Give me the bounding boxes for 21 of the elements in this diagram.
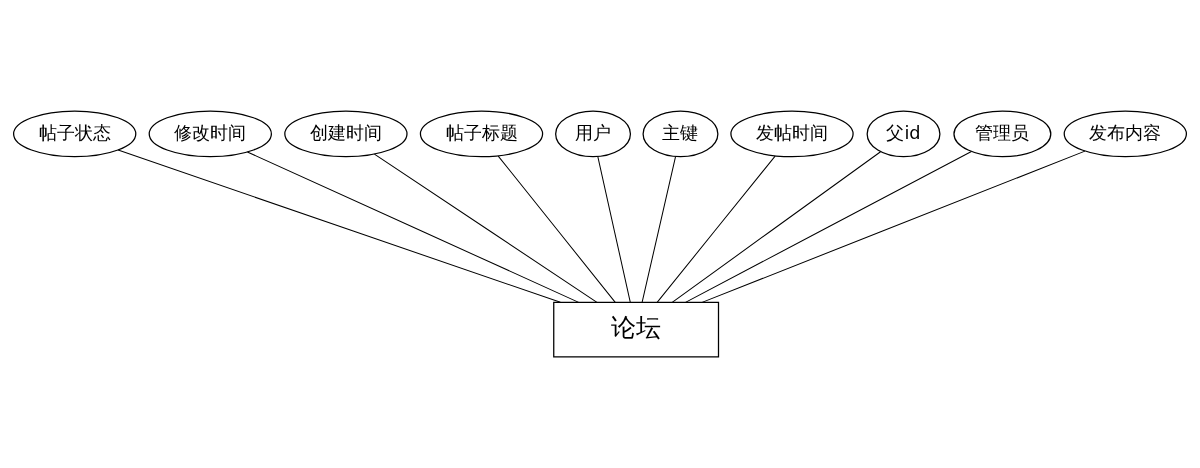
connector [701,150,1086,303]
node-ellipse: 修改时间 [148,110,272,158]
node-ellipse: 管理员 [953,110,1052,158]
connector [246,151,580,303]
connector [497,155,616,303]
node-ellipse: 创建时间 [284,110,408,158]
connector [641,156,677,303]
node-box: 论坛 [553,301,720,358]
node-ellipse: 用户 [555,110,632,158]
connector [373,153,598,303]
connector [685,150,972,303]
connector [656,155,776,303]
connector [597,156,631,303]
node-ellipse: 帖子状态 [13,110,137,158]
node-ellipse: 父id [866,110,941,158]
node-ellipse: 发布内容 [1063,110,1188,158]
node-ellipse: 发帖时间 [730,110,854,158]
connector [117,149,561,303]
node-ellipse: 帖子标题 [419,110,544,158]
connector [671,151,882,303]
node-ellipse: 主键 [642,110,719,158]
